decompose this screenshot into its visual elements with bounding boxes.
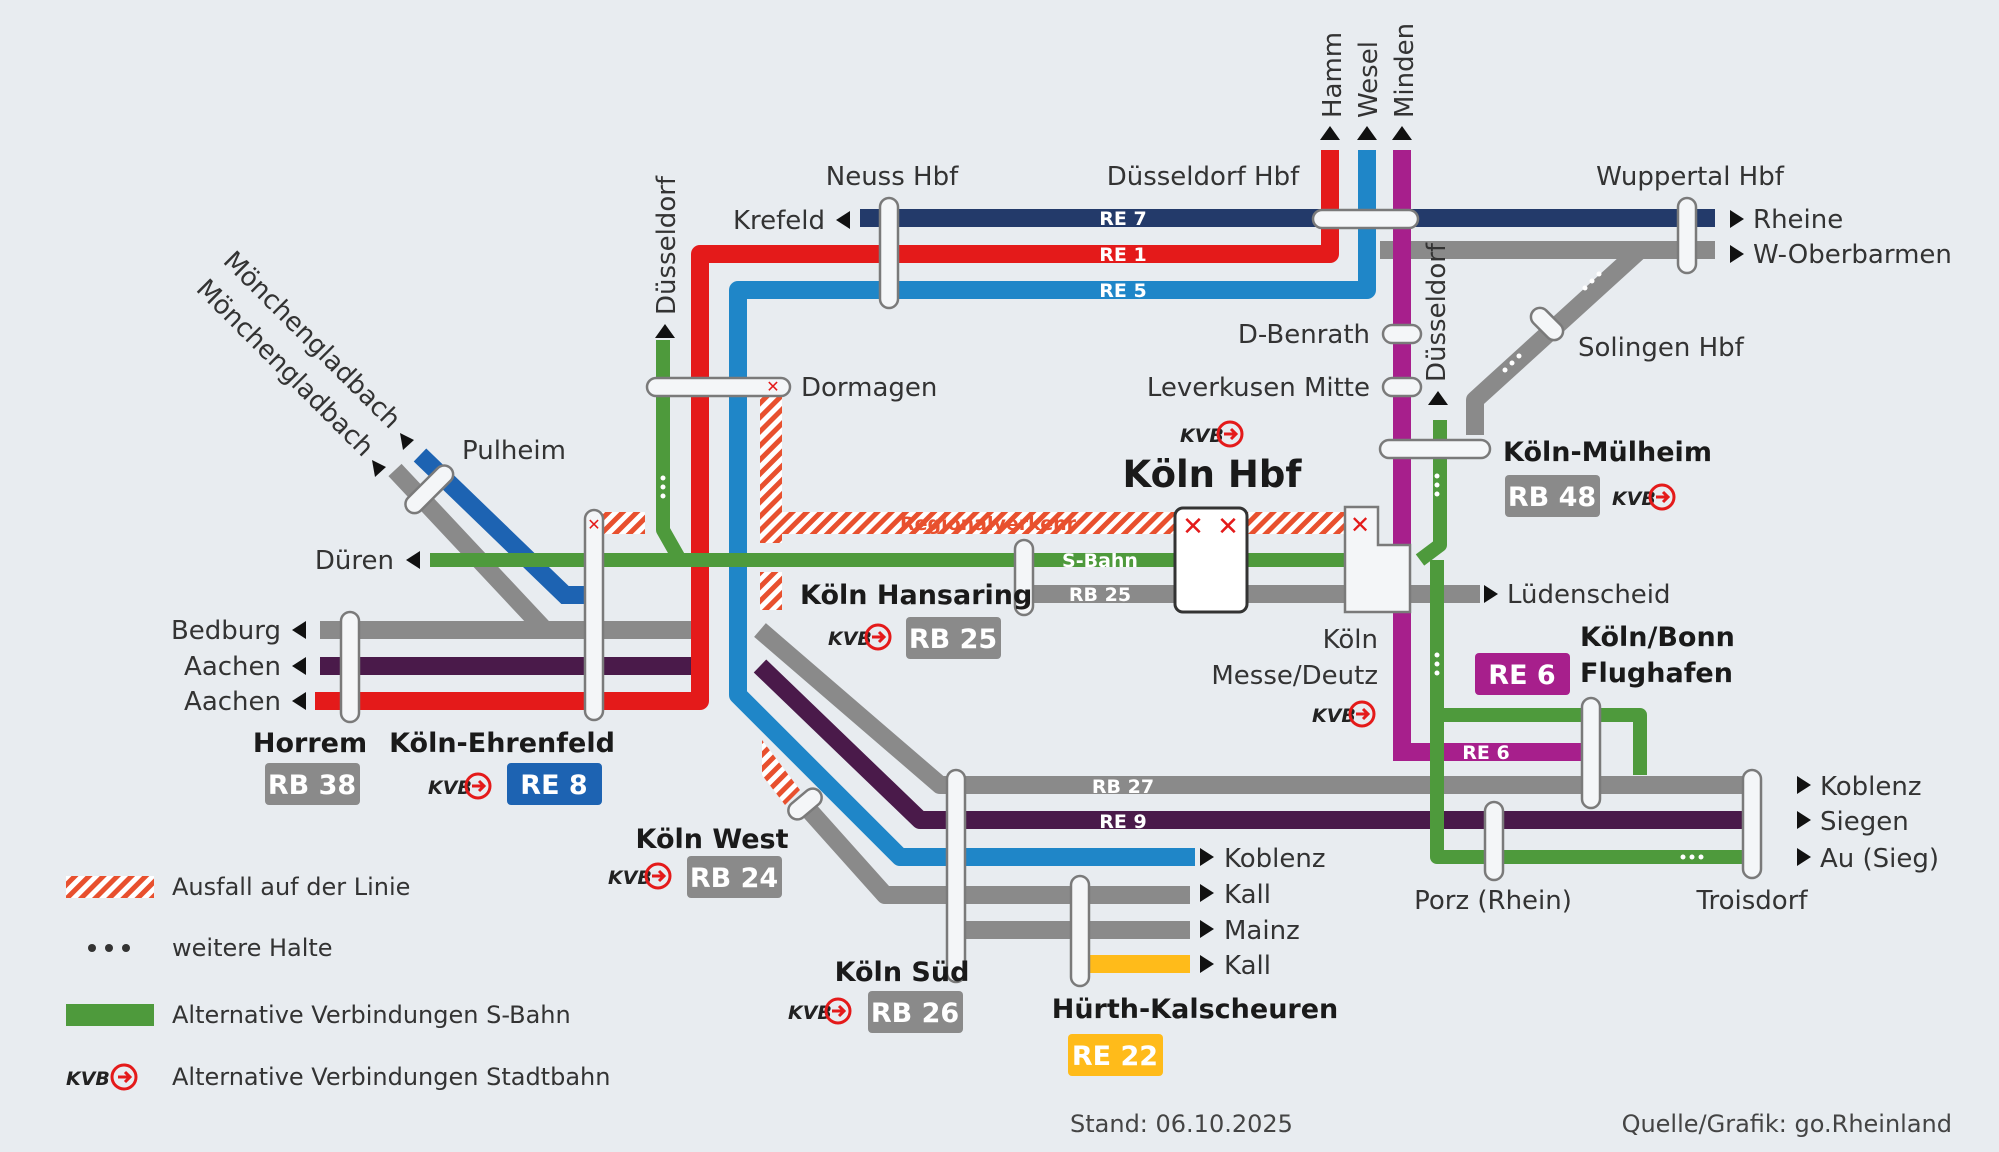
legend-sbahn-swatch [66,1004,154,1026]
station-wuppertal: Wuppertal Hbf [1596,162,1785,192]
closed-marker: ✕ [766,377,779,396]
svg-text:RB 48: RB 48 [1508,482,1596,513]
dest-duesseldorf-right: Düsseldorf [1422,242,1452,382]
line-label-re5: RE 5 [1099,280,1146,302]
dest-dueren: Düren [315,546,394,576]
dest-luedenscheid: Lüdenscheid [1507,580,1671,610]
kvb-logo: KVB [828,628,872,650]
station-messe-2: Messe/Deutz [1211,661,1378,691]
svg-text:RE 8: RE 8 [520,770,587,801]
dest-aachen-1: Aachen [184,652,281,682]
legend-cancel-label: Ausfall auf der Linie [172,873,410,901]
station-solingen: Solingen Hbf [1578,333,1745,363]
legend-stops-label: weitere Halte [172,934,333,962]
station-flughafen-2: Flughafen [1580,658,1733,689]
station-dormagen: Dormagen [801,373,937,403]
kvb-logo: KVB [608,867,652,889]
direction-arrows [292,126,1811,973]
dest-koblenz-right: Koblenz [1820,772,1922,802]
badge-re22: RE 22 [1068,1034,1163,1076]
line-label-re7: RE 7 [1099,208,1146,230]
kvb-logo: KVB [1180,425,1224,447]
line-label-re6: RE 6 [1462,742,1509,764]
station-hansaring: Köln Hansaring [800,580,1032,611]
station-west: Köln West [636,824,789,855]
station-markers [339,196,1763,988]
dest-krefeld: Krefeld [733,206,825,236]
closed-marker: ✕ [1182,512,1204,542]
dest-mainz: Mainz [1224,916,1300,946]
closed-marker: ✕ [1217,512,1239,542]
station-pulheim: Pulheim [462,436,566,466]
svg-text:RB 24: RB 24 [690,863,778,894]
legend-stadtbahn-label: Alternative Verbindungen Stadtbahn [172,1063,610,1091]
dest-hamm: Hamm [1318,32,1348,118]
station-messe-1: Köln [1323,625,1378,655]
station-muelheim: Köln-Mülheim [1503,437,1712,468]
line-label-rb25: RB 25 [1069,584,1131,606]
dest-kall-2: Kall [1224,951,1271,981]
line-label-rb27: RB 27 [1092,776,1154,798]
svg-text:RB 38: RB 38 [268,770,356,801]
kvb-arrow-icon [110,1063,138,1091]
dest-rheine: Rheine [1753,205,1843,235]
closed-marker: ✕ [1350,511,1370,539]
line-label-re9: RE 9 [1099,811,1146,833]
legend: Ausfall auf der Linie weitere Halte Alte… [66,873,610,1091]
dest-koblenz-south: Koblenz [1224,844,1326,874]
badge-rb25: RB 25 [906,617,1001,659]
re9-line [320,657,1760,829]
station-horrem: Horrem [253,728,367,759]
dest-siegen: Siegen [1820,807,1909,837]
station-flughafen-1: Köln/Bonn [1580,622,1735,653]
station-benrath: D-Benrath [1238,320,1370,350]
dest-w-oberbarmen: W-Oberbarmen [1753,240,1952,270]
station-sued: Köln Süd [835,957,970,988]
kvb-logo: KVB [1612,488,1656,510]
kvb-logo: KVB [66,1068,110,1090]
badge-rb26: RB 26 [868,991,963,1033]
koeln-hbf-station[interactable] [1173,506,1249,614]
station-huerth: Hürth-Kalscheuren [1052,994,1339,1025]
footer-date: Stand: 06.10.2025 [1070,1110,1293,1138]
badge-re6: RE 6 [1475,653,1570,695]
kvb-logo: KVB [428,777,472,799]
line-label-sbahn: S-Bahn [1062,550,1138,572]
further-stops-dots [660,271,1704,860]
svg-text:RE 6: RE 6 [1488,660,1555,691]
page-title: Köln Hbf [1123,453,1303,496]
badge-rb38: RB 38 [265,763,360,805]
re6-line [1393,150,1590,761]
dest-duesseldorf-left: Düsseldorf [652,175,682,315]
badge-rb24: RB 24 [687,856,782,898]
station-duesseldorf-hbf: Düsseldorf Hbf [1107,162,1300,192]
dest-kall-1: Kall [1224,880,1271,910]
station-ehrenfeld: Köln-Ehrenfeld [389,728,615,759]
line-label-regional: Regionalverkehr [900,513,1077,535]
line-label-re1: RE 1 [1099,244,1146,266]
dest-wesel: Wesel [1354,41,1384,118]
legend-sbahn-label: Alternative Verbindungen S-Bahn [172,1001,571,1029]
messe-deutz-station[interactable] [1343,505,1412,614]
dest-bedburg: Bedburg [171,616,281,646]
footer-source: Quelle/Grafik: go.Rheinland [1622,1110,1952,1138]
kvb-logo: KVB [1312,705,1356,727]
badge-rb48: RB 48 [1505,475,1600,517]
dest-minden: Minden [1390,23,1420,118]
legend-cancel-swatch [66,876,154,898]
closed-marker: ✕ [587,515,600,534]
re8-line [413,448,590,604]
station-leverkusen: Leverkusen Mitte [1147,373,1370,403]
kvb-logo: KVB [788,1002,832,1024]
badge-re8: RE 8 [507,763,602,805]
station-troisdorf: Troisdorf [1695,886,1808,916]
svg-text:RE 22: RE 22 [1072,1041,1158,1072]
station-porz: Porz (Rhein) [1414,886,1572,916]
dest-au-sieg: Au (Sieg) [1820,844,1939,874]
station-neuss: Neuss Hbf [826,162,959,192]
dest-aachen-2: Aachen [184,687,281,717]
svg-text:RB 26: RB 26 [871,998,959,1029]
svg-text:RB 25: RB 25 [909,624,997,655]
